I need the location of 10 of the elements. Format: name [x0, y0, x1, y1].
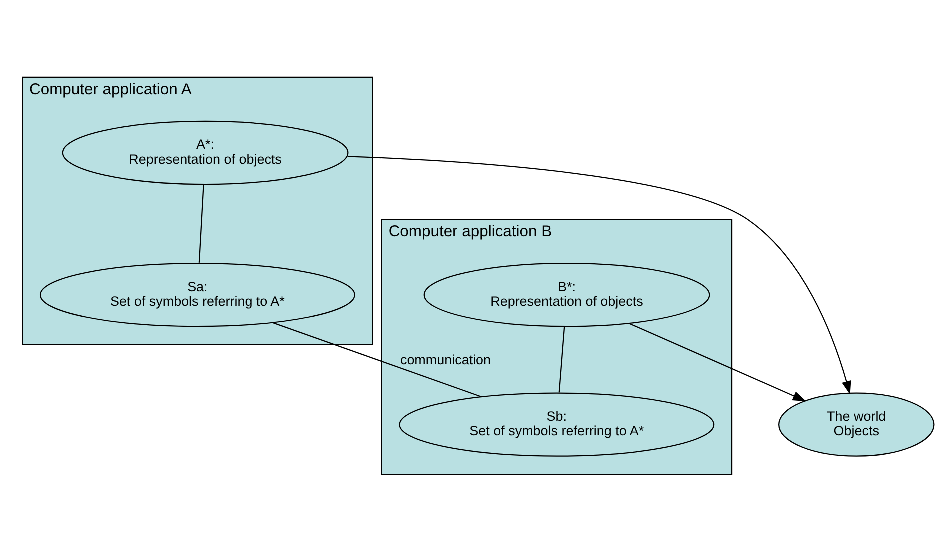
node-ellipse: Sa: Set of symbols referring to A* [40, 263, 356, 328]
node-ellipse: Sb: Set of symbols referring to A* [399, 392, 715, 457]
connector [273, 322, 482, 398]
node-ellipse: B*: Representation of objects [424, 263, 710, 328]
arrow [348, 156, 852, 395]
arrow [629, 323, 806, 402]
node-ellipse: A*: Representation of objects [62, 120, 349, 186]
connector [198, 184, 204, 263]
connector [558, 327, 566, 393]
edge-label: communication [400, 352, 492, 368]
